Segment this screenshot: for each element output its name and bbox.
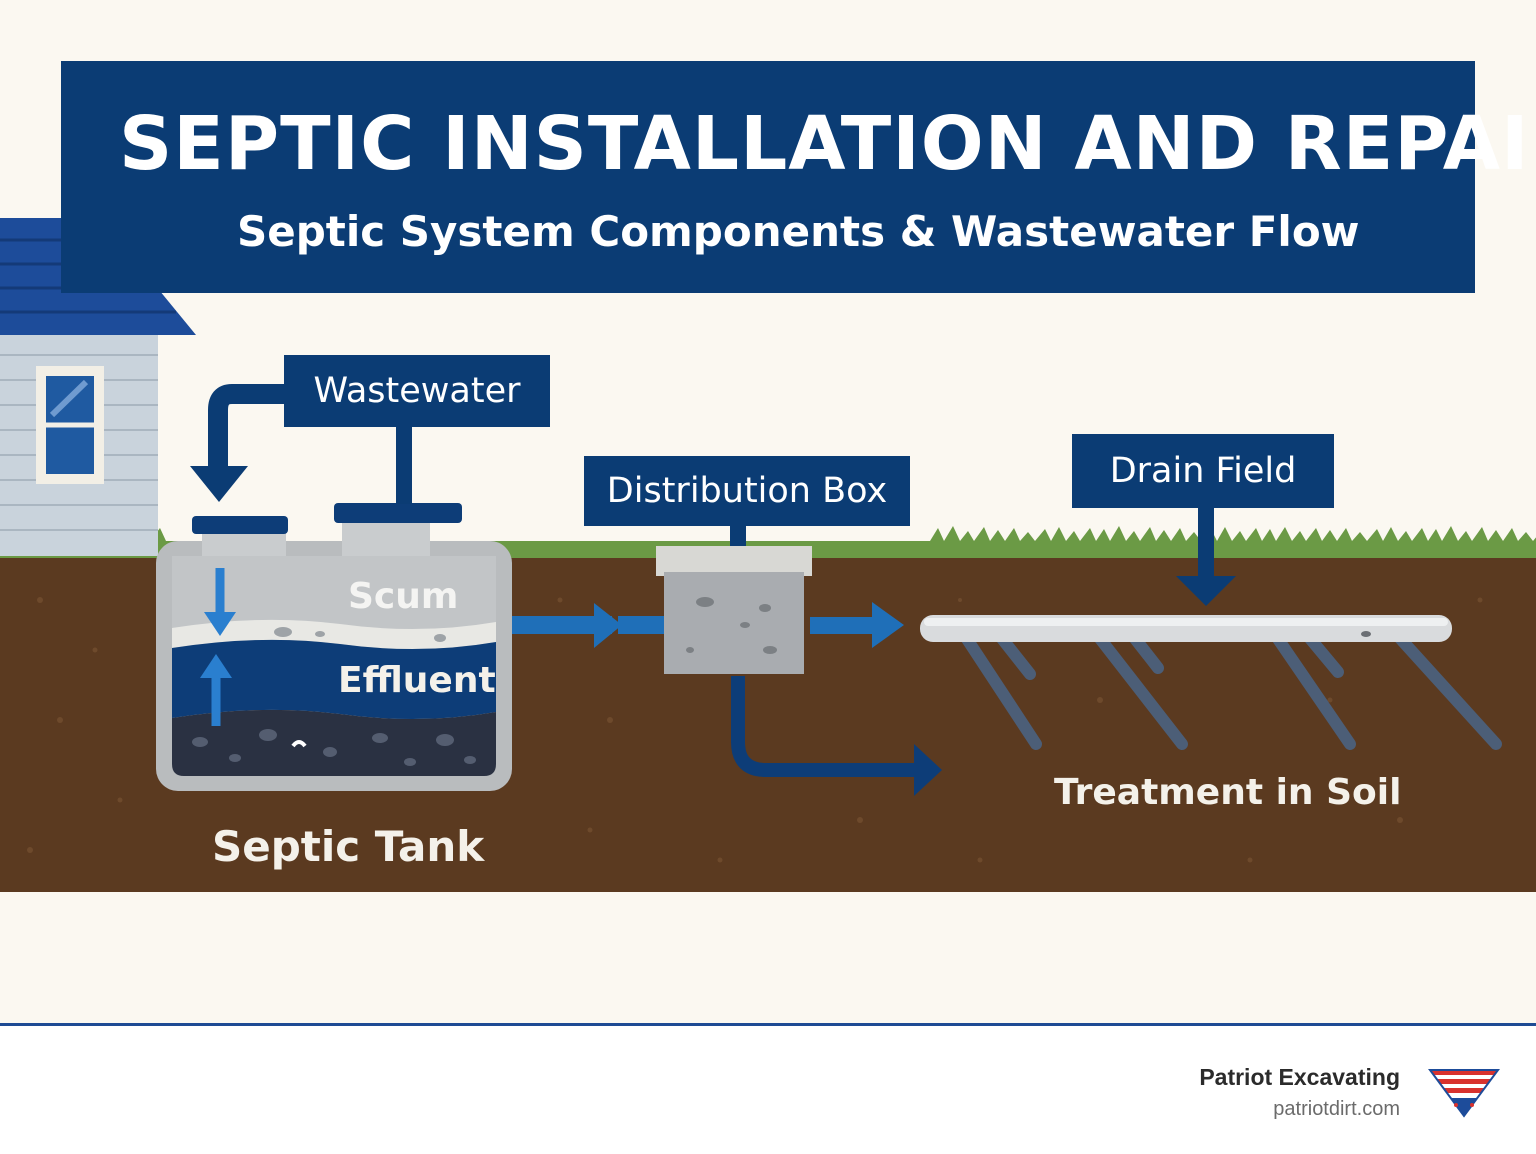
page-title: SEPTIC INSTALLATION AND REPAIR [119,101,1536,187]
soil-speckles [27,597,1483,863]
patriot-logo-icon [1428,1069,1500,1118]
septic-tank-label: Septic Tank [212,822,485,871]
scum-label: Scum [348,576,459,617]
septic-tank [156,503,512,791]
drain-field-label: Drain Field [1072,434,1334,508]
house [0,218,196,556]
diagram-scene [0,218,1536,892]
distribution-box [656,524,942,796]
distribution-box-label: Distribution Box [584,456,910,526]
footer-divider [0,1023,1536,1026]
title-banner: SEPTIC INSTALLATION AND REPAIR Septic Sy… [61,61,1536,293]
brand-name: Patriot Excavating [1199,1064,1400,1090]
wastewater-label: Wastewater [284,355,550,427]
treatment-in-soil-label: Treatment in Soil [1054,772,1402,813]
drain-field [920,506,1502,750]
page-subtitle: Septic System Components & Wastewater Fl… [237,207,1360,256]
wastewater-flow-arrow [190,384,412,504]
effluent-label: Effluent [338,660,496,701]
brand-url: patriotdirt.com [1273,1098,1400,1120]
footer: Patriot Excavating patriotdirt.com [0,1026,1536,1154]
